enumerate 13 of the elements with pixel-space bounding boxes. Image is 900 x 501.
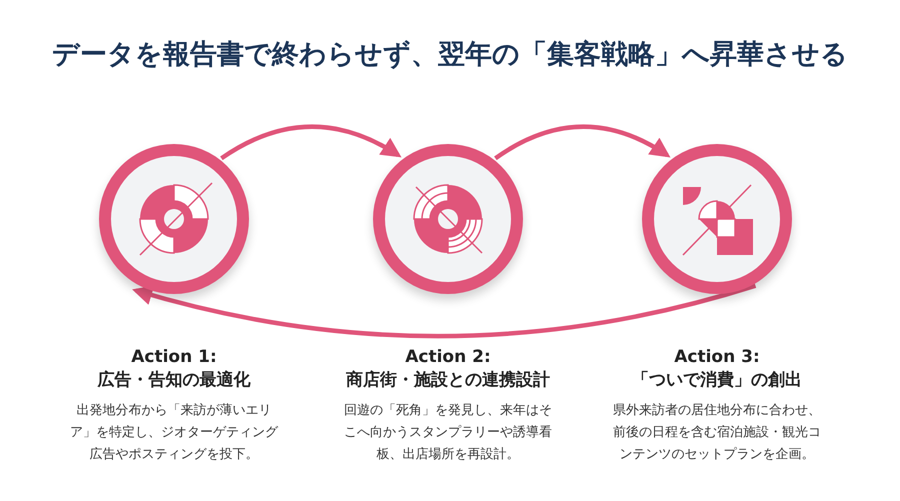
description-text: 出発地分布から「来訪が薄いエリア」を特定し、ジオターゲティング広告やポスティングを投下。 — [69, 402, 280, 464]
action-heading: Action 1: — [131, 346, 217, 369]
curved-arrow — [494, 124, 671, 160]
description-text: 回遊の「死角」を発見し、来年はそこへ向かうスタンプラリーや誘導看板、出店場所を再設計。 — [343, 402, 553, 464]
description-text: 県外来訪者の居住地分布に合わせ、前後の日程を含む宿泊施設・観光コンテンツのセットプランを企画。 — [612, 402, 822, 464]
action-title: 広告・告知の最適化 — [98, 369, 250, 392]
action-heading: Action 2: — [405, 346, 491, 369]
title: データを報告書で終わらせず、翌年の「集客戦略」へ昇華させる — [51, 38, 849, 72]
curved-arrow — [132, 284, 756, 338]
action-title: 商店街・施設との連携設計 — [346, 369, 550, 392]
action-title: 「ついで消費」の創出 — [632, 369, 802, 392]
curved-arrow — [220, 124, 402, 160]
action-heading: Action 3: — [674, 346, 760, 369]
